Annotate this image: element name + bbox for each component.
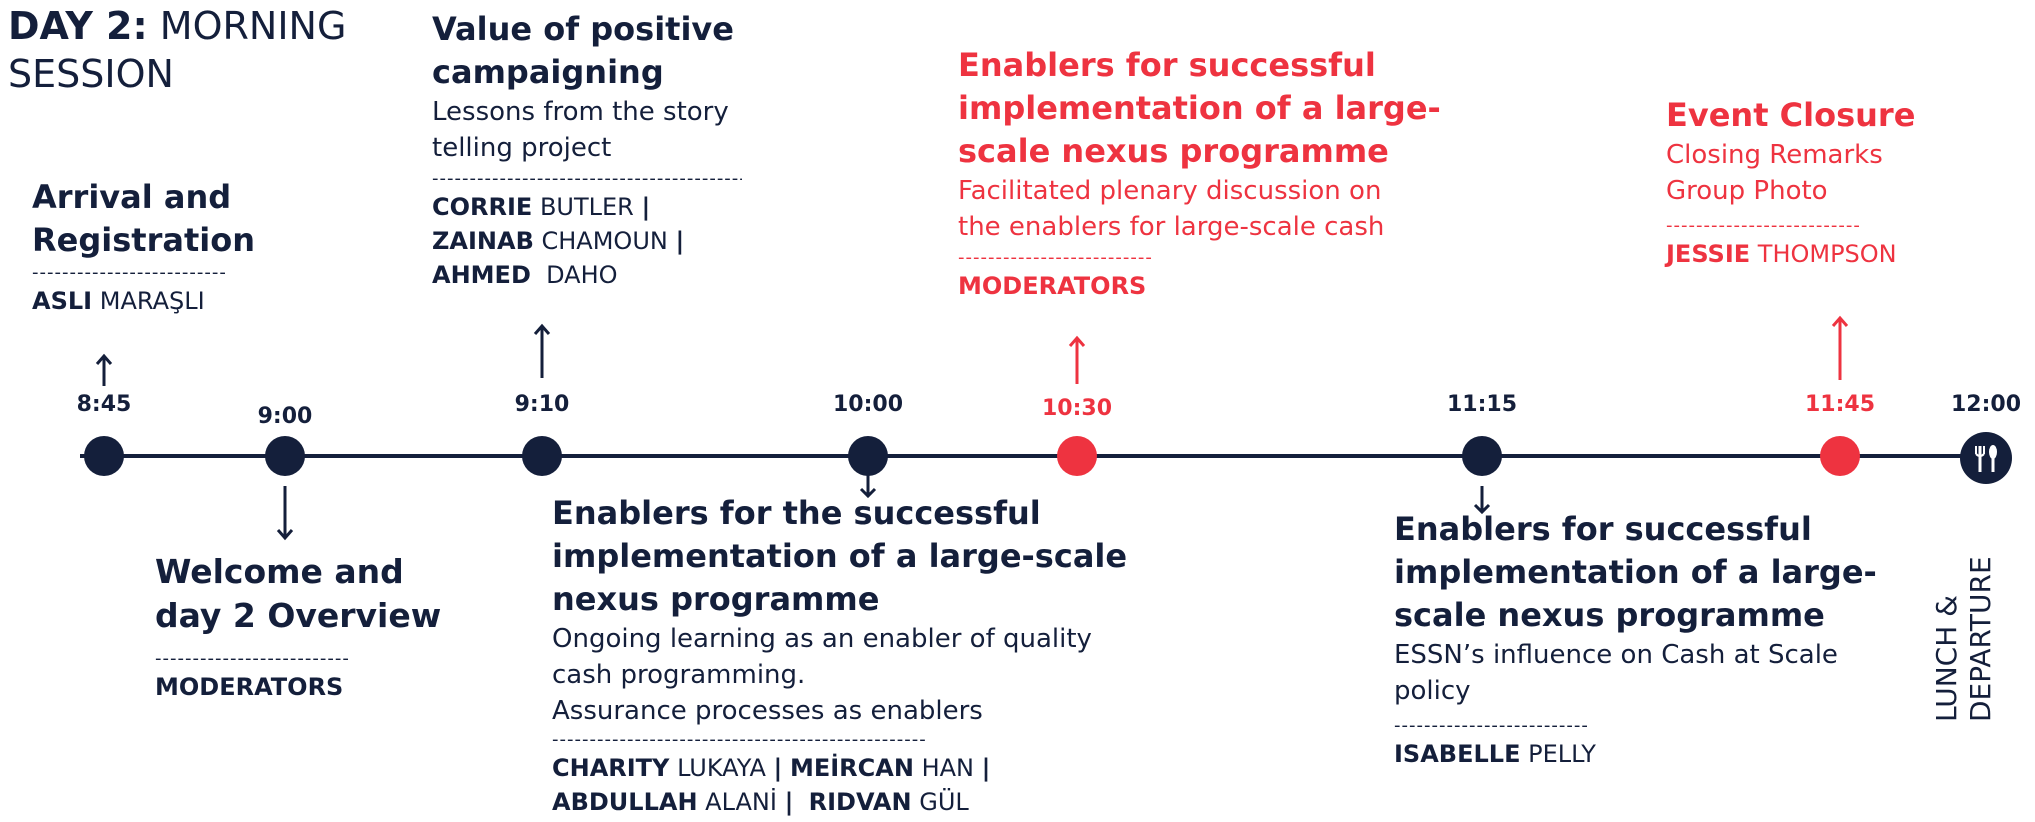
event-subtitle: Lessons from the story: [432, 97, 729, 127]
session-word: MORNING: [159, 4, 347, 48]
event-subtitle: Assurance processes as enablers: [552, 696, 983, 726]
session-word-2: SESSION: [8, 52, 174, 96]
timeline-dot-0910: [522, 436, 562, 476]
event-title: scale nexus programme: [958, 132, 1389, 170]
arrow-down-icon: [1473, 486, 1491, 515]
time-0910: 9:10: [514, 392, 570, 417]
timeline-dot-1000: [848, 436, 888, 476]
speaker: MODERATORS: [155, 673, 344, 701]
time-1115: 11:15: [1446, 392, 1518, 417]
arrow-up-icon: [95, 353, 113, 386]
event-enablers-1115: Enablers for successful implementation o…: [1394, 508, 1914, 771]
event-title: nexus programme: [552, 580, 880, 618]
speaker: CORRIE BUTLER |: [432, 193, 651, 221]
event-enablers-1030: Enablers for successful implementation o…: [958, 44, 1478, 303]
event-title: implementation of a large-: [958, 89, 1441, 127]
speaker: ISABELLE PELLY: [1394, 740, 1596, 768]
event-subtitle: Closing Remarks: [1666, 140, 1883, 170]
divider: --------------------------: [32, 262, 227, 283]
event-subtitle: telling project: [432, 133, 612, 163]
event-title: implementation of a large-scale: [552, 537, 1128, 575]
event-closure: Event Closure Closing Remarks Group Phot…: [1666, 94, 1986, 271]
speaker: CHARITY LUKAYA | MEİRCAN HAN |: [552, 754, 991, 782]
event-arrival: Arrival and Registration ---------------…: [32, 176, 352, 318]
event-title: Registration: [32, 221, 255, 259]
arrow-up-icon: [533, 323, 551, 378]
event-subtitle: Facilitated plenary discussion on: [958, 176, 1382, 206]
event-subtitle: ESSN’s influence on Cash at Scale: [1394, 640, 1838, 670]
divider: ----------------------------------------…: [432, 168, 742, 189]
event-title: day 2 Overview: [155, 596, 442, 635]
event-subtitle: the enablers for large-scale cash: [958, 212, 1385, 242]
event-title: Enablers for successful: [958, 46, 1376, 84]
speaker: ABDULLAH ALANİ | RIDVAN GÜL: [552, 788, 969, 816]
event-title: Enablers for the successful: [552, 494, 1041, 532]
timeline-dot-1030: [1057, 436, 1097, 476]
arrow-up-icon: [1068, 335, 1086, 384]
event-title: implementation of a large-: [1394, 553, 1877, 591]
speaker: JESSIE THOMPSON: [1666, 240, 1897, 268]
event-title: scale nexus programme: [1394, 596, 1825, 634]
event-title: Arrival and: [32, 178, 232, 216]
time-1145: 11:45: [1804, 392, 1876, 417]
lunch-label: LUNCH & DEPARTURE: [1930, 556, 1997, 722]
event-title: campaigning: [432, 53, 664, 91]
event-welcome: Welcome and day 2 Overview -------------…: [155, 550, 495, 704]
event-enablers-1000: Enablers for the successful implementati…: [552, 492, 1172, 819]
timeline-line: [80, 454, 1980, 458]
event-title: Value of positive: [432, 10, 734, 48]
timeline-dot-1115: [1462, 436, 1502, 476]
event-title: Event Closure: [1666, 96, 1916, 134]
arrow-up-icon: [1831, 315, 1849, 380]
time-1200: 12:00: [1950, 392, 2022, 417]
event-subtitle: Group Photo: [1666, 176, 1828, 206]
time-0900: 9:00: [257, 404, 313, 429]
event-positive-campaigning: Value of positive campaigning Lessons fr…: [432, 8, 832, 292]
event-title: Enablers for successful: [1394, 510, 1812, 548]
speaker: MODERATORS: [958, 272, 1147, 300]
timeline-dot-1145: [1820, 436, 1860, 476]
divider: --------------------------: [958, 247, 1153, 268]
divider: --------------------------: [155, 648, 350, 669]
timeline-dot-0900: [265, 436, 305, 476]
divider: ----------------------------------------…: [552, 729, 927, 750]
fork-spoon-icon: [1960, 432, 2012, 484]
arrow-down-icon: [859, 474, 877, 499]
time-0845: 8:45: [76, 392, 132, 417]
divider: --------------------------: [1394, 715, 1589, 736]
event-subtitle: policy: [1394, 676, 1471, 706]
event-subtitle: cash programming.: [552, 660, 806, 690]
day-label: DAY 2:: [8, 4, 148, 48]
time-1030: 10:30: [1041, 396, 1113, 421]
event-title: Welcome and: [155, 552, 404, 591]
divider: --------------------------: [1666, 215, 1861, 236]
speaker: ZAINAB CHAMOUN |: [432, 227, 685, 255]
speaker: AHMED DAHO: [432, 261, 618, 289]
arrow-down-icon: [276, 486, 294, 541]
timeline-dot-0845: [84, 436, 124, 476]
time-1000: 10:00: [832, 392, 904, 417]
speaker: ASLI MARAŞLI: [32, 287, 205, 315]
event-subtitle: Ongoing learning as an enabler of qualit…: [552, 624, 1092, 654]
session-title: DAY 2: MORNING SESSION: [8, 2, 346, 98]
